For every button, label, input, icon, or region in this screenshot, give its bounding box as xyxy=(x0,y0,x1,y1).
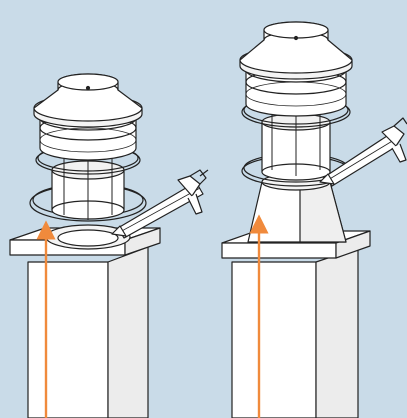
right-caulking-gun-icon xyxy=(319,117,407,187)
left-cowl-cap xyxy=(33,73,143,128)
left-assembly xyxy=(9,73,209,418)
left-chimney-stack xyxy=(9,224,161,418)
right-cowl-cap xyxy=(239,21,353,80)
left-caulking-gun-icon xyxy=(111,169,209,239)
right-chimney-stack xyxy=(221,230,371,418)
right-assembly xyxy=(221,21,407,418)
